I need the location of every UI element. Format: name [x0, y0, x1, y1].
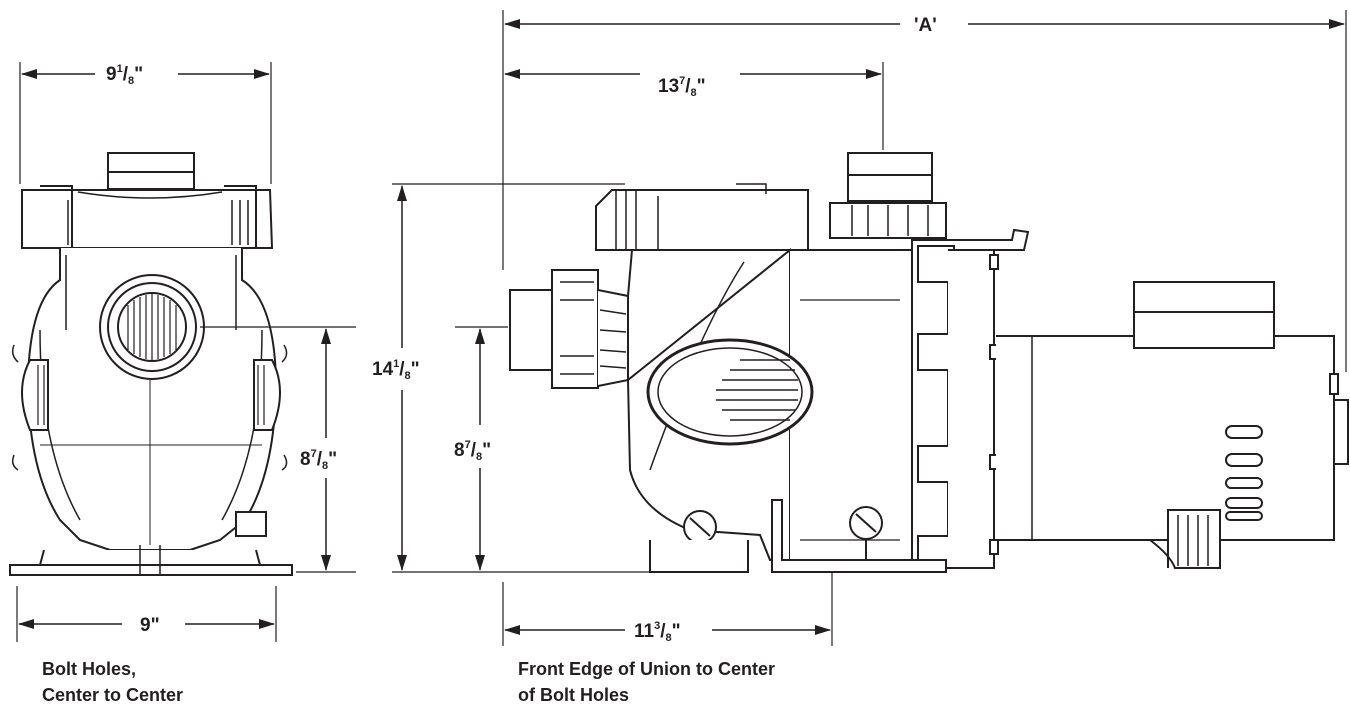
- front-bottom-width-label: 9": [140, 615, 160, 636]
- overall-length-label: 'A': [914, 15, 937, 36]
- extension-lines: [16, 10, 1347, 646]
- front-height-label: 87/8": [300, 448, 337, 472]
- front-top-width-label: 91/8": [106, 63, 143, 87]
- caption-bolt-holes: Bolt Holes, Center to Center: [42, 656, 183, 708]
- caption-bolt-holes-line-1: Bolt Holes,: [42, 659, 137, 679]
- side-view-pump: [509, 152, 1349, 573]
- caption-front-edge-union-line-2: of Bolt Holes: [518, 685, 629, 705]
- side-top-width-label: 137/8": [658, 75, 706, 99]
- side-inlet-height-label: 87/8": [454, 439, 491, 463]
- caption-front-edge-union-line-1: Front Edge of Union to Center: [518, 659, 775, 679]
- front-view-pump: [9, 152, 293, 576]
- caption-front-edge-union: Front Edge of Union to Center of Bolt Ho…: [518, 656, 775, 708]
- side-bottom-width-label: 113/8": [634, 620, 681, 644]
- caption-bolt-holes-line-2: Center to Center: [42, 685, 184, 705]
- side-total-height-label: 141/8": [372, 358, 420, 382]
